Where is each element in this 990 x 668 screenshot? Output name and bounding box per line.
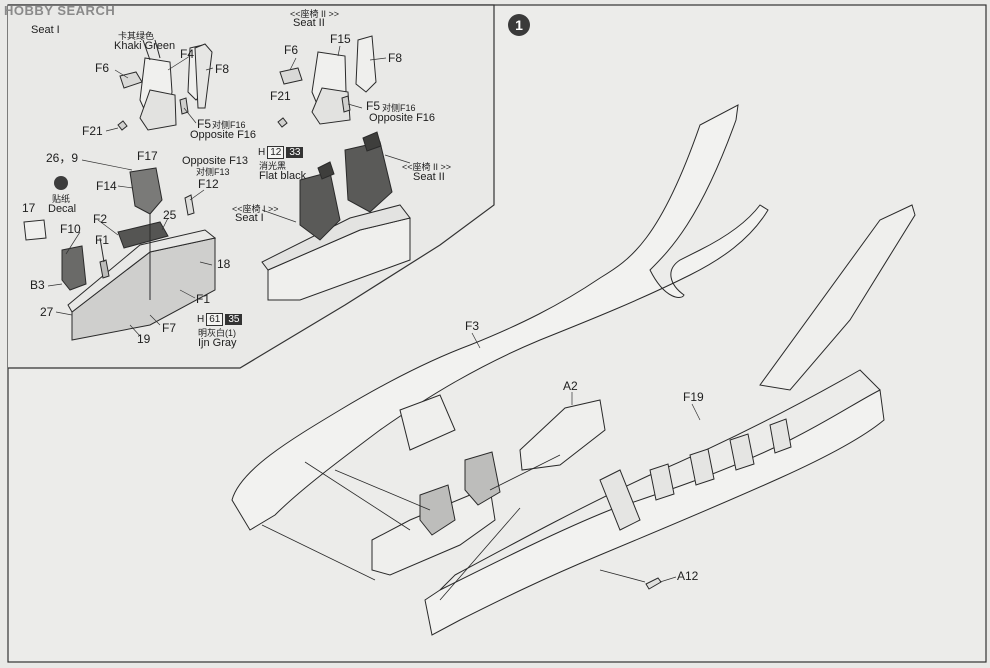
seat2-exploded	[277, 35, 377, 128]
seat2-top-label: Seat II	[293, 17, 325, 29]
seat1-exploded	[117, 39, 213, 131]
part-b3: B3	[30, 278, 45, 292]
decal-icon	[54, 176, 68, 190]
part-a2: A2	[563, 379, 578, 393]
part-f6-a: F6	[95, 61, 110, 75]
part-f19: F19	[683, 390, 704, 404]
part-f14: F14	[96, 179, 117, 193]
ijn-gray-code: H 61 35	[197, 313, 243, 326]
watermark-text: HOBBY SEARCH	[4, 3, 116, 18]
flat-black-box: 12	[267, 146, 285, 159]
part-f21-b: F21	[270, 89, 291, 103]
seat2-mid-label: Seat II	[413, 171, 445, 183]
ijn-gray-label: Ijn Gray	[198, 337, 237, 349]
decal-label-cn: 贴纸	[52, 194, 71, 204]
seat2-mid-label-cn: <<座椅 II >>	[402, 162, 452, 172]
h-prefix: H	[197, 314, 205, 325]
part-f6-b: F6	[284, 43, 299, 57]
part-f8-a: F8	[215, 62, 230, 76]
leader-lines	[47, 45, 701, 583]
part-f10: F10	[60, 222, 81, 236]
opposite-f13-cn: 对侧F13	[196, 167, 230, 177]
part-25: 25	[163, 208, 177, 222]
assembled-cockpit	[261, 131, 411, 301]
part-f5-b-cn: 对侧F16	[382, 103, 416, 113]
cockpit-tub-exploded	[23, 167, 217, 341]
part-f5-a: F5	[197, 117, 212, 131]
flat-black-code: H 12 33	[258, 146, 304, 159]
seat1-mid-label: Seat I	[235, 212, 264, 224]
opposite-f13-en: Opposite F13	[182, 155, 249, 167]
part-f5-b: F5	[366, 99, 381, 113]
part-f1-b: F1	[196, 292, 211, 306]
decal-label: Decal	[48, 203, 77, 215]
seat1-top-label: Seat I	[31, 24, 60, 36]
step-number-badge: 1	[508, 14, 530, 36]
ijn-gray-cn: 明灰白(1)	[198, 328, 236, 338]
part-17: 17	[22, 201, 36, 215]
part-f1-a: F1	[95, 233, 110, 247]
part-f5-a-en: Opposite F16	[190, 129, 257, 141]
ijn-gray-num: 35	[225, 314, 243, 325]
part-27: 27	[40, 305, 54, 319]
part-f2: F2	[93, 212, 108, 226]
part-f4: F4	[180, 47, 195, 61]
part-a12: A12	[677, 569, 699, 583]
flat-black-label: Flat black	[259, 170, 307, 182]
khaki-green-cn: 卡其绿色	[118, 31, 155, 41]
flat-black-cn: 消光黑	[259, 161, 287, 171]
part-19: 19	[137, 332, 151, 346]
ijn-gray-box: 61	[206, 313, 224, 326]
h-prefix: H	[258, 147, 266, 158]
seat1-mid-label-cn: <<座椅 I >>	[232, 204, 279, 214]
flat-black-num: 33	[286, 147, 304, 158]
khaki-green-label: Khaki Green	[114, 40, 176, 52]
part-f8-b: F8	[388, 51, 403, 65]
seat2-top-label-cn: <<座椅 II >>	[290, 9, 340, 19]
part-f12: F12	[198, 177, 219, 191]
part-f15: F15	[330, 32, 351, 46]
part-18: 18	[217, 257, 231, 271]
part-f3: F3	[465, 319, 480, 333]
fuselage-assembly	[231, 104, 916, 636]
part-f5-a-cn: 对侧F16	[212, 120, 246, 130]
part-f5-b-en: Opposite F16	[369, 112, 436, 124]
part-26-9: 26，9	[46, 151, 79, 165]
part-f17: F17	[137, 149, 158, 163]
part-f21-a: F21	[82, 124, 103, 138]
part-f7: F7	[162, 321, 177, 335]
